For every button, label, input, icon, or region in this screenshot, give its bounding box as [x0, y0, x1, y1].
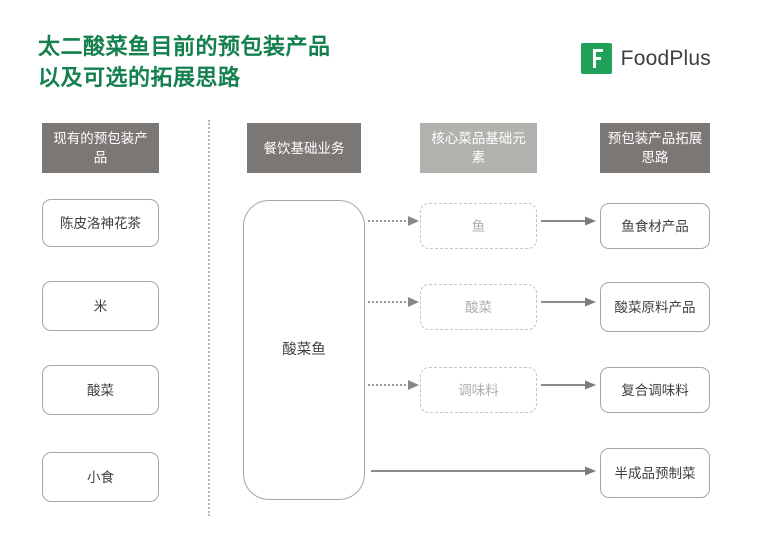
list-item: 鱼食材产品 [600, 203, 710, 249]
column-header-existing-products: 现有的预包装产品 [42, 123, 159, 173]
list-item: 酸菜原料产品 [600, 282, 710, 332]
brand-name: FoodPlus [620, 46, 711, 70]
list-item: 酸菜 [42, 365, 159, 415]
solid-arrow-right-icon [541, 296, 597, 308]
list-item: 复合调味料 [600, 367, 710, 413]
page-title-line-2: 以及可选的拓展思路 [38, 65, 241, 90]
list-item: 鱼 [420, 203, 537, 249]
foodplus-logo-icon [580, 43, 612, 74]
solid-arrow-right-icon [541, 215, 597, 227]
vertical-dotted-divider-icon [208, 120, 210, 516]
column-header-base-elements: 核心菜品基础元素 [420, 123, 537, 173]
dotted-arrow-right-icon [368, 215, 420, 227]
list-item: 米 [42, 281, 159, 331]
column-header-core-business: 餐饮基础业务 [247, 123, 361, 173]
column-header-expansion-ideas: 预包装产品拓展思路 [600, 123, 710, 173]
logo-f-top-bar [592, 49, 603, 52]
list-item: 酸菜 [420, 284, 537, 330]
list-item: 调味料 [420, 367, 537, 413]
dotted-arrow-right-icon [368, 296, 420, 308]
dotted-arrow-right-icon [368, 379, 420, 391]
list-item: 半成品预制菜 [600, 448, 710, 498]
center-core-business-node: 酸菜鱼 [243, 200, 365, 500]
brand-logo: FoodPlus [580, 43, 711, 74]
logo-f-stem [592, 49, 596, 68]
list-item: 陈皮洛神花茶 [42, 199, 159, 247]
long-arrow-right-icon [371, 465, 597, 477]
page-title-line-1: 太二酸菜鱼目前的预包装产品 [38, 34, 331, 59]
logo-f-mid-bar [592, 57, 601, 60]
page-title: 太二酸菜鱼目前的预包装产品 以及可选的拓展思路 [38, 31, 468, 93]
solid-arrow-right-icon [541, 379, 597, 391]
list-item: 小食 [42, 452, 159, 502]
